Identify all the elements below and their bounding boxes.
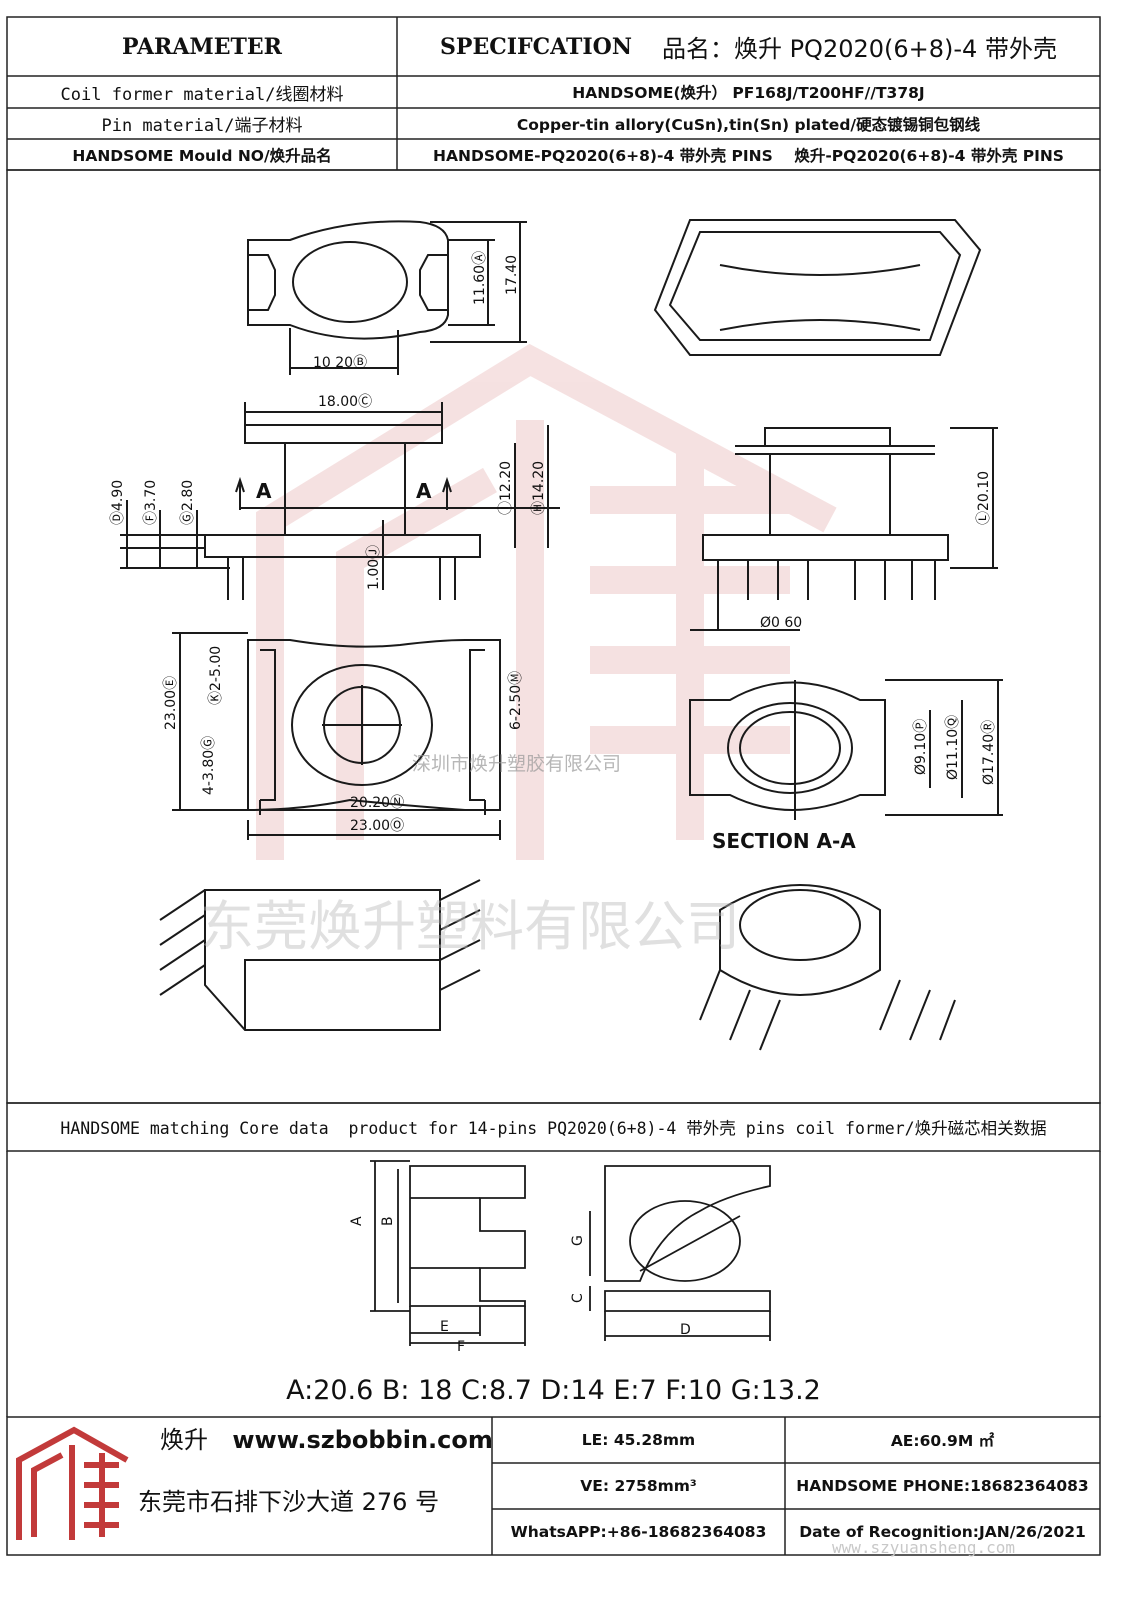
watermark-large: 东莞焕升塑料有限公司	[200, 895, 740, 958]
dim-4-3-80: 4-3.80Ⓖ	[201, 736, 217, 795]
core-label-g: G	[570, 1235, 586, 1246]
dim-10-20: 10 20Ⓑ	[313, 355, 367, 371]
dim-12-20: Ⓘ12.20	[498, 461, 514, 515]
dim-3-70: Ⓕ3.70	[143, 480, 159, 525]
footer-brand: 焕升	[160, 1426, 208, 1454]
core-label-a: A	[349, 1216, 365, 1226]
technical-drawing: 10 20Ⓑ 11.60Ⓐ 17.40 18.00Ⓒ Ⓓ4.90 Ⓕ3.70 Ⓖ…	[110, 219, 1003, 1051]
specification-title: SPECIFCATION	[440, 33, 632, 60]
section-mark-left: A	[256, 479, 272, 503]
core-values: A:20.6 B: 18 C:8.7 D:14 E:7 F:10 G:13.2	[286, 1374, 821, 1406]
mould-no-label: HANDSOME Mould NO/焕升品名	[72, 146, 332, 165]
whatsapp-value: WhatsAPP:+86-18682364083	[510, 1523, 767, 1541]
dim-14-20: Ⓗ14.20	[531, 461, 547, 515]
dim-23-00-v: 23.00Ⓔ	[163, 676, 179, 730]
dim-pin-dia: Ø0 60	[760, 615, 802, 631]
pin-material-label: Pin material/端子材料	[101, 116, 303, 136]
dim-2-5-00: Ⓚ2-5.00	[208, 646, 224, 705]
core-drawing: A B C D E F G	[349, 1160, 771, 1355]
footer-website[interactable]: www.szbobbin.com	[232, 1426, 493, 1454]
le-value: LE: 45.28mm	[581, 1431, 696, 1449]
dim-23-00-h: 23.00Ⓞ	[350, 818, 404, 834]
dim-6-2-50: 6-2.50Ⓜ	[508, 671, 524, 730]
core-label-b: B	[380, 1216, 396, 1226]
core-label-d: D	[680, 1322, 691, 1338]
dim-9-10: Ø9.10Ⓟ	[913, 719, 929, 775]
watermark-small: 深圳市焕升塑胶有限公司	[412, 753, 621, 775]
dim-18-00: 18.00Ⓒ	[318, 394, 372, 410]
dim-20-10: Ⓛ20.10	[976, 471, 992, 525]
dim-11-10: Ø11.10Ⓠ	[945, 715, 961, 780]
footer-brand-line: 焕升 www.szbobbin.com	[160, 1420, 493, 1455]
ve-value: VE: 2758mm³	[580, 1477, 697, 1495]
coil-material-label: Coil former material/线圈材料	[60, 84, 344, 105]
core-caption: HANDSOME matching Core data product for …	[60, 1119, 1047, 1138]
dim-4-90: Ⓓ4.90	[110, 480, 126, 525]
phone-value: HANDSOME PHONE:18682364083	[796, 1477, 1089, 1495]
specification-header: SPECIFCATION 品名：焕升 PQ2020(6+8)-4 带外壳	[397, 17, 1100, 76]
footer-address: 东莞市石排下沙大道 276 号	[138, 1488, 440, 1516]
ae-value: AE:60.9M ㎡	[890, 1432, 995, 1450]
dim-11-60: 11.60Ⓐ	[472, 251, 488, 305]
mould-no-value: HANDSOME-PQ2020(6+8)-4 带外壳 PINS 焕升-PQ202…	[433, 146, 1064, 165]
product-name: 品名：焕升 PQ2020(6+8)-4 带外壳	[661, 35, 1057, 63]
dim-2-80: Ⓖ2.80	[180, 480, 196, 525]
core-label-e: E	[440, 1319, 449, 1335]
company-logo-icon	[16, 1426, 129, 1540]
core-label-c: C	[570, 1293, 586, 1303]
dim-20-20: 20.20Ⓝ	[350, 795, 404, 811]
core-label-f: F	[457, 1339, 465, 1355]
watermark-url: www.szyuansheng.com	[832, 1538, 1016, 1557]
dim-17-40: 17.40	[504, 255, 520, 295]
pin-material-value: Copper-tin allory(CuSn),tin(Sn) plated/硬…	[516, 115, 981, 134]
dim-1-00: 1.00Ⓙ	[366, 545, 382, 590]
parameter-header: PARAMETER	[122, 33, 282, 60]
coil-material-value: HANDSOME(焕升） PF168J/T200HF//T378J	[572, 84, 925, 102]
section-mark-right: A	[416, 479, 432, 503]
section-title: SECTION A-A	[712, 829, 856, 853]
date-value: Date of Recognition:JAN/26/2021	[799, 1523, 1086, 1541]
dim-17-40-b: Ø17.40Ⓡ	[981, 720, 997, 785]
